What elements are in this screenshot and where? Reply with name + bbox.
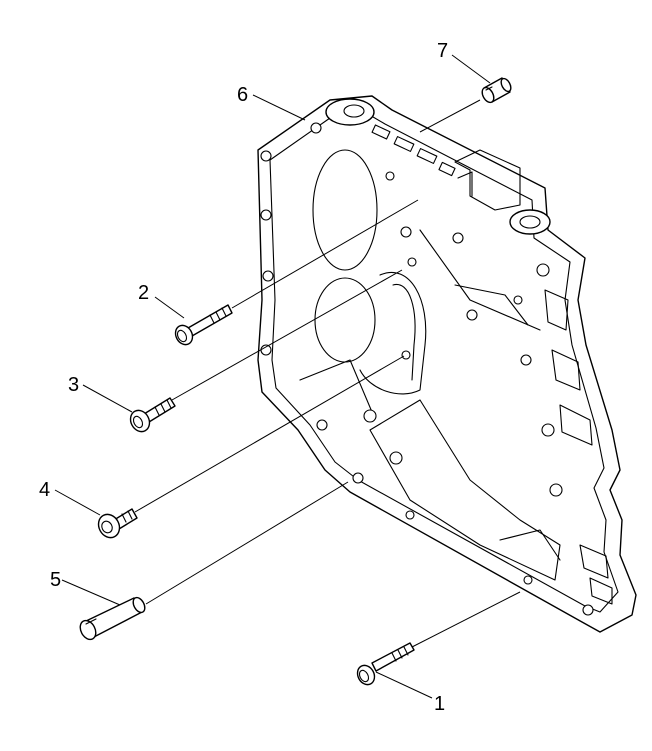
leader-3 [82, 384, 133, 413]
callout-1: 1 [434, 693, 445, 715]
leader-7-axis [419, 99, 481, 133]
leader-5 [61, 579, 121, 606]
bolt-part-4 [97, 508, 138, 539]
dowel-part-5 [79, 596, 146, 641]
bolt-part-1 [356, 642, 415, 686]
callout-3: 3 [68, 374, 79, 396]
leader-4 [54, 489, 101, 516]
leader-4-axis [134, 355, 405, 513]
leader-lines [54, 54, 521, 699]
leader-1-axis [411, 591, 521, 648]
leader-6 [252, 94, 306, 121]
leader-2-axis [231, 199, 419, 309]
sleeve-part-7 [481, 77, 512, 104]
callout-6: 6 [237, 84, 248, 106]
callout-7: 7 [437, 40, 448, 62]
bolt-part-2 [174, 304, 233, 346]
housing-part-6 [257, 95, 637, 633]
leader-5-axis [145, 481, 349, 605]
leader-3-axis [171, 269, 403, 401]
callout-4: 4 [39, 479, 50, 501]
leader-7 [451, 54, 491, 84]
leader-2 [154, 296, 185, 319]
callout-labels: 1 2 3 4 5 6 7 [39, 40, 448, 715]
callout-5: 5 [50, 569, 61, 591]
callout-2: 2 [138, 282, 149, 304]
bolt-part-3 [129, 397, 176, 433]
leader-1 [375, 671, 433, 699]
